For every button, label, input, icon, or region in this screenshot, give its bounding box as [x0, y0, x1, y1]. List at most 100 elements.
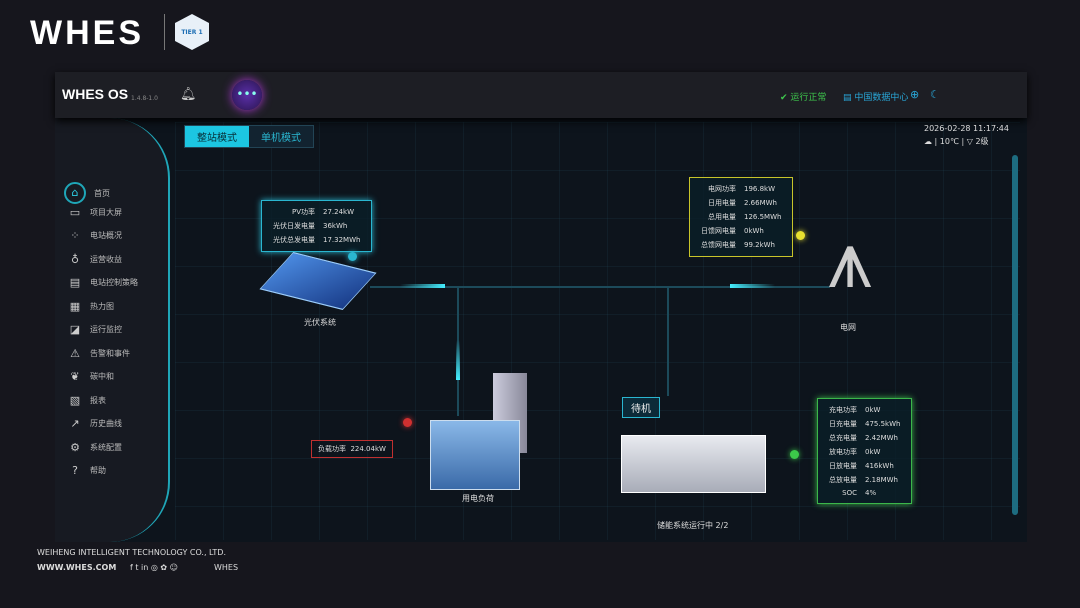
datacenter-selector[interactable]: ▤ 中国数据中心 [843, 93, 909, 103]
metric-label: 总充电量 [829, 434, 857, 442]
load-power-value: 224.04kW [350, 445, 386, 453]
sidebar-item-label: 热力图 [90, 301, 114, 311]
nav-icon: ▤ [69, 276, 81, 289]
datetime: 2026-02-28 11:17:44 [924, 124, 1009, 133]
version: 1.4.8-1.0 [131, 95, 158, 102]
metric-row: 日放电量 416kWh [826, 460, 903, 472]
mode-tabs: 整站模式 单机模式 [184, 125, 314, 148]
sidebar-item[interactable]: ↗ 历史曲线 [68, 417, 168, 430]
nav-icon: ♁ [70, 252, 80, 266]
nav-icon: ↗ [70, 417, 80, 430]
metric-label: 总放电量 [829, 476, 857, 484]
sidebar-item-label: 电站概况 [90, 231, 122, 240]
metric-label: 日放电量 [829, 462, 857, 470]
sidebar-item[interactable]: ?帮助 [68, 464, 168, 477]
metric-value: 36kWh [323, 222, 348, 230]
sidebar-item-label: 项目大屏 [90, 207, 122, 217]
sidebar-item[interactable]: ▤电站控制策略 [68, 276, 168, 289]
storage-cabinet-image[interactable] [621, 435, 766, 493]
metric-value: 416kWh [865, 462, 894, 470]
nav-icon: ⁘ [70, 229, 80, 242]
sidebar-item[interactable]: ⁘ 电站概况 [68, 229, 168, 242]
storage-title: 储能系统运行中 2/2 [657, 521, 729, 530]
top-bar [55, 72, 1027, 118]
metric-value: 0kW [865, 448, 881, 456]
metric-row: 日用电量 2.66MWh [698, 197, 784, 209]
sidebar-item-label: 碳中和 [90, 372, 114, 381]
moon-icon[interactable]: ☾ [930, 88, 940, 101]
flow-arrow [730, 284, 775, 288]
metric-row: 总用电量 126.5MWh [698, 211, 784, 223]
bell-icon[interactable]: 🔔︎ [180, 87, 197, 102]
nav-icon: ▧ [69, 393, 81, 407]
sidebar-item[interactable]: ♁运营收益 [68, 253, 168, 266]
datacenter-text: 中国数据中心 [854, 93, 909, 103]
metric-value: 126.5MWh [744, 213, 782, 221]
metric-value: 196.8kW [744, 185, 776, 193]
load-power-label: 负载功率 [318, 445, 346, 453]
metric-label: 日馈网电量 [701, 227, 736, 235]
metric-value: 2.42MWh [865, 434, 898, 442]
sidebar-item-label: 系统配置 [90, 442, 122, 452]
sidebar-item[interactable]: ❦ 碳中和 [68, 370, 168, 383]
metric-label: 日充电量 [829, 420, 857, 428]
metric-value: 17.32MWh [323, 236, 361, 244]
app-logo: WHES OS [62, 86, 129, 102]
status-indicator: ✔ 运行正常 [780, 93, 827, 103]
metric-value: 2.18MWh [865, 476, 898, 484]
sidebar-item[interactable]: ⌂首页 [64, 182, 168, 204]
website-link[interactable]: WWW.WHES.COM [37, 563, 117, 572]
metric-label: 总用电量 [708, 213, 736, 221]
metric-value: 2.66MWh [744, 199, 777, 207]
temperature: 10℃ [939, 137, 959, 146]
metric-row: 电网功率 196.8kW [698, 183, 784, 195]
metric-label: SOC [842, 489, 857, 497]
sidebar-item[interactable]: ▭项目大屏 [68, 206, 168, 219]
sidebar-item-label: 告警和事件 [90, 348, 130, 358]
assistant-button[interactable]: ••• [232, 80, 262, 110]
company-name: WEIHENG INTELLIGENT TECHNOLOGY CO., LTD. [37, 548, 227, 557]
metric-row: 总放电量 2.18MWh [826, 474, 903, 486]
metric-label: 日用电量 [708, 199, 736, 207]
metric-label: 放电功率 [829, 448, 857, 456]
building-image[interactable] [430, 420, 520, 490]
nav-icon: ◪ [69, 323, 81, 336]
metric-label: 总馈网电量 [701, 241, 736, 249]
scrollbar[interactable] [1012, 155, 1018, 515]
nav-icon: ❦ [70, 370, 80, 383]
metric-value: 99.2kWh [744, 241, 775, 249]
divider [164, 14, 165, 50]
social-icons[interactable]: f t in ◎ ✿ ☺ [130, 563, 178, 572]
power-tower-icon[interactable]: ⩚ [827, 213, 873, 306]
metric-value: 0kWh [744, 227, 764, 235]
sidebar-item[interactable]: ⚠告警和事件 [68, 347, 168, 360]
metric-value: 0kW [865, 406, 881, 414]
flow-arrow [400, 284, 445, 288]
grid-status-dot [796, 231, 805, 240]
storage-state-badge: 待机 [622, 397, 660, 418]
sidebar-item[interactable]: ◪ 运行监控 [68, 323, 168, 336]
tab-station-mode[interactable]: 整站模式 [185, 126, 249, 147]
sidebar-item-label: 历史曲线 [90, 419, 122, 428]
grid-title: 电网 [840, 323, 856, 332]
load-title: 用电负荷 [462, 494, 494, 503]
status-text: 运行正常 [790, 93, 827, 103]
flow-arrow [456, 340, 460, 380]
tab-unit-mode[interactable]: 单机模式 [249, 126, 313, 147]
metric-value: 27.24kW [323, 208, 355, 216]
metric-label: 电网功率 [708, 185, 736, 193]
sidebar-item[interactable]: ▧报表 [68, 394, 168, 407]
nav-icon: ⚙ [70, 440, 80, 454]
sidebar-item[interactable]: ▦热力图 [68, 300, 168, 313]
sidebar-item[interactable]: ⚙ 系统配置 [68, 441, 168, 454]
load-info-box: 负载功率 224.04kW [311, 440, 393, 458]
pv-status-dot [348, 252, 357, 261]
sidebar-item-label: 运行监控 [90, 325, 122, 334]
sidebar-item-label: 首页 [94, 188, 110, 198]
metric-value: 4% [865, 489, 877, 497]
globe-icon[interactable]: ⊕ [910, 88, 920, 101]
pv-title: 光伏系统 [304, 318, 336, 327]
